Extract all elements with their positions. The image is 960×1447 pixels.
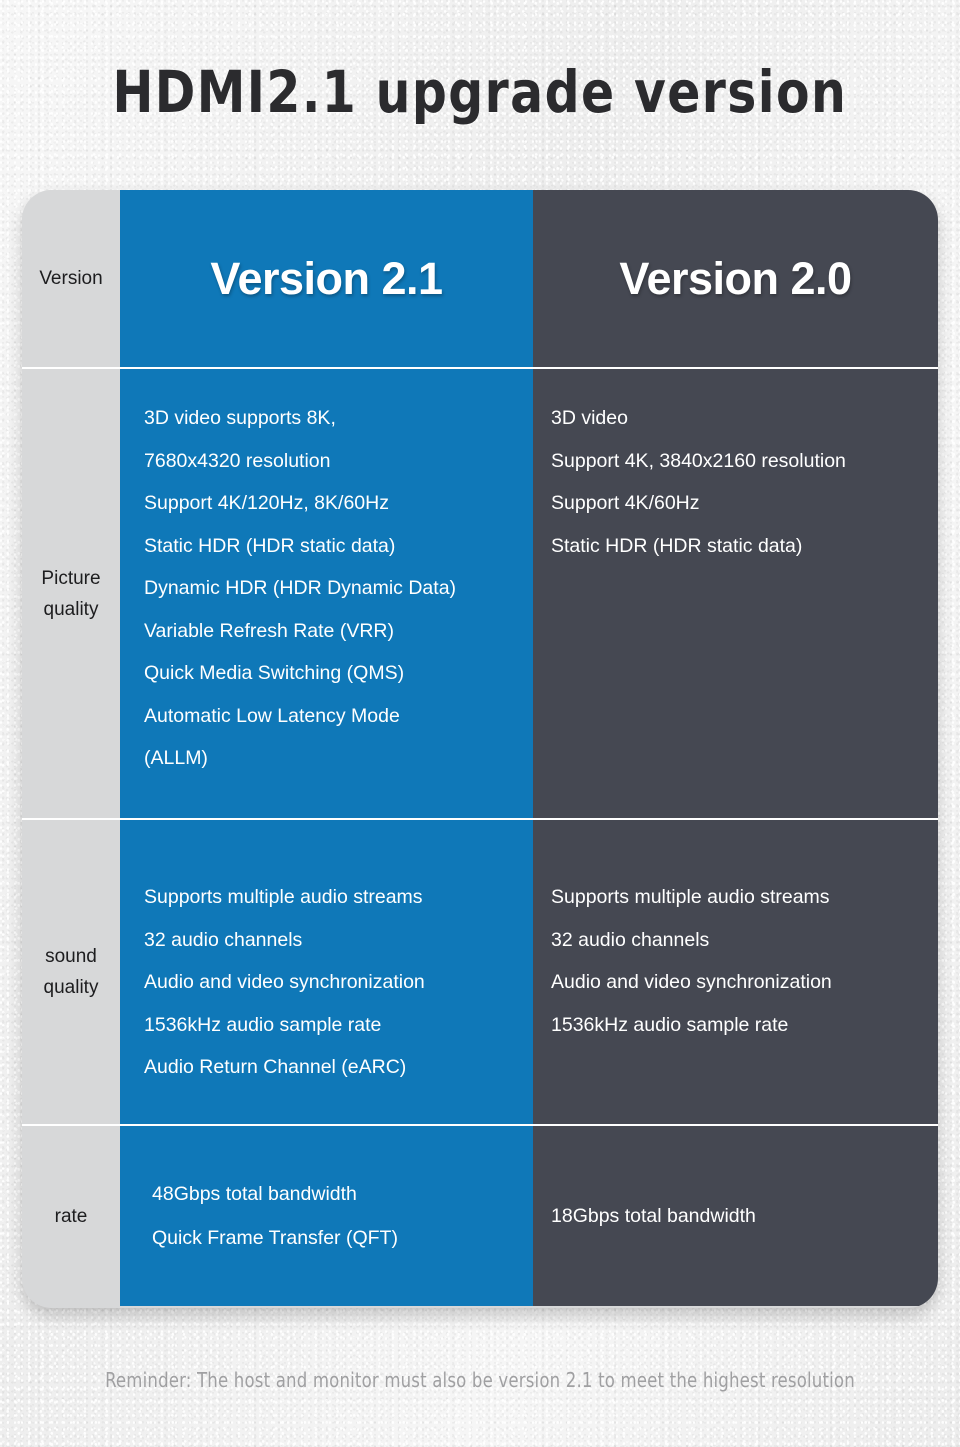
feature-item: Automatic Low Latency Mode xyxy=(144,704,400,727)
feature-list: 3D video supports 8K, 7680x4320 resolutio… xyxy=(144,397,533,780)
feature-item: Static HDR (HDR static data) xyxy=(551,534,803,557)
table-row-sound-quality: sound quality Supports multiple audio st… xyxy=(22,818,938,1124)
feature-item: Audio Return Channel (eARC) xyxy=(144,1056,407,1078)
feature-item: Supports multiple audio streams xyxy=(144,886,423,908)
feature-item: 7680x4320 resolution xyxy=(144,449,331,472)
feature-item: 1536kHz audio sample rate xyxy=(144,1013,382,1036)
feature-list: 18Gbps total bandwidth xyxy=(551,1194,938,1238)
feature-item: Support 4K/120Hz, 8K/60Hz xyxy=(144,492,389,514)
feature-item: 32 audio channels xyxy=(551,928,710,951)
feature-item: 3D video xyxy=(551,407,628,429)
row-label-rate: rate xyxy=(22,1126,120,1306)
cell-rate-v20: 18Gbps total bandwidth xyxy=(533,1126,938,1306)
feature-item: Dynamic HDR (HDR Dynamic Data) xyxy=(144,577,457,599)
table-header-row: Version Version 2.1 Version 2.0 xyxy=(22,190,938,367)
feature-item: Static HDR (HDR static data) xyxy=(144,534,396,557)
feature-item: Supports multiple audio streams xyxy=(551,886,830,908)
column-header-version-20: Version 2.0 xyxy=(533,190,938,367)
title-area: HDMI2.1 upgrade version xyxy=(0,0,960,186)
column-header-version-21: Version 2.1 xyxy=(120,190,533,367)
feature-item: 3D video supports 8K, xyxy=(144,407,336,429)
feature-item: (ALLM) xyxy=(144,747,208,769)
feature-item: Support 4K, 3840x2160 resolution xyxy=(551,449,846,472)
feature-item: Audio and video synchronization xyxy=(551,971,832,993)
cell-sound-quality-v20: Supports multiple audio streams 32 audio … xyxy=(533,820,938,1124)
feature-item: 48Gbps total bandwidth xyxy=(152,1183,357,1205)
cell-sound-quality-v21: Supports multiple audio streams 32 audio … xyxy=(120,820,533,1124)
feature-item: Quick Media Switching (QMS) xyxy=(144,662,405,684)
feature-list: Supports multiple audio streams 32 audio … xyxy=(551,876,938,1046)
version-20-heading: Version 2.0 xyxy=(619,252,852,304)
version-21-heading: Version 2.1 xyxy=(210,252,443,304)
feature-item: Support 4K/60Hz xyxy=(551,492,700,514)
footer-reminder: Reminder: The host and monitor must also… xyxy=(105,1368,855,1392)
feature-item: 1536kHz audio sample rate xyxy=(551,1013,789,1036)
cell-picture-quality-v21: 3D video supports 8K, 7680x4320 resolutio… xyxy=(120,369,533,818)
header-row-label: Version xyxy=(22,190,120,367)
row-label-picture-quality: Picture quality xyxy=(22,369,120,818)
row-label-sound-quality: sound quality xyxy=(22,820,120,1124)
feature-item: 18Gbps total bandwidth xyxy=(551,1205,756,1227)
feature-item: Audio and video synchronization xyxy=(144,971,425,993)
feature-item: 32 audio channels xyxy=(144,928,303,951)
version-comparison-table: Version Version 2.1 Version 2.0 Picture … xyxy=(22,190,938,1308)
page-title: HDMI2.1 upgrade version xyxy=(112,59,848,127)
feature-list: Supports multiple audio streams 32 audio … xyxy=(144,876,533,1089)
feature-item: Variable Refresh Rate (VRR) xyxy=(144,619,394,642)
feature-item: Quick Frame Transfer (QFT) xyxy=(152,1227,398,1249)
table-row-picture-quality: Picture quality 3D video supports 8K, 768… xyxy=(22,367,938,818)
